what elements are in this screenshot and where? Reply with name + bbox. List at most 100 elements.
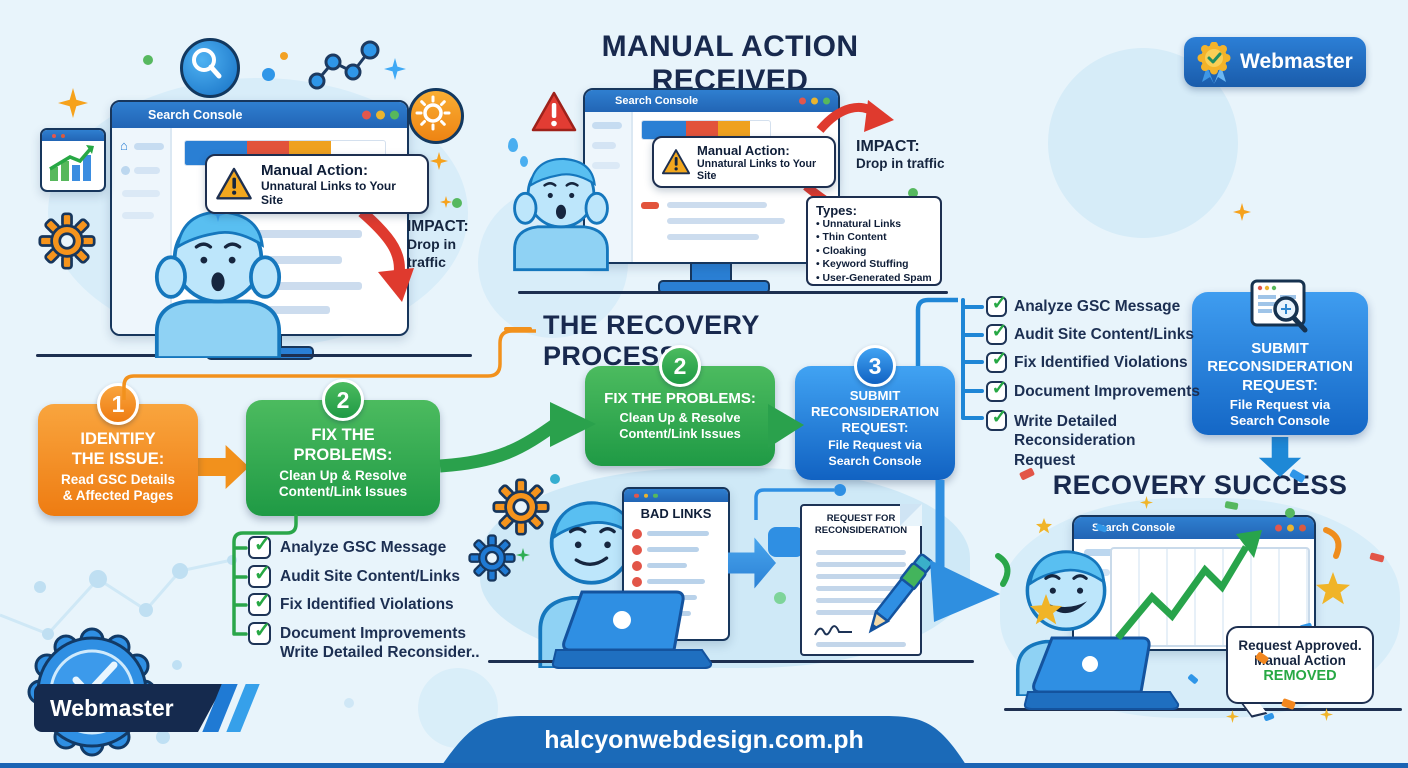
ground-line (518, 291, 948, 294)
alert-title: Manual Action: (697, 142, 790, 158)
ground-line (1004, 708, 1402, 711)
sweat-drop (520, 156, 528, 167)
decor-dot (280, 52, 288, 60)
checklist-item: Fix Identified Violations (1014, 354, 1188, 371)
checklist-item: Analyze GSC Message (280, 539, 447, 556)
checklist-item: Analyze GSC Message (1014, 298, 1181, 315)
types-item: • Thin Content (816, 232, 887, 244)
decor-block (768, 527, 804, 557)
window-controls[interactable] (794, 97, 830, 105)
impact-label-left: IMPACT: Drop in traffic (407, 218, 469, 271)
decor-dot (172, 660, 182, 670)
laptop (1023, 636, 1180, 710)
step-2-box-center: 2 FIX THE PROBLEMS: Clean Up & Resolve C… (585, 345, 775, 466)
checkbox[interactable]: ✓ (986, 408, 1007, 431)
warning-triangle-icon (661, 149, 691, 175)
sidebar: ⌂ (112, 128, 172, 334)
manual-action-callout-left: Manual Action: Unnatural Links to Your S… (205, 154, 429, 214)
checklist-item: Audit Site Content/Links (280, 568, 460, 585)
step-1-sub: Read GSC Details & Affected Pages (60, 471, 176, 504)
impact-label-center: IMPACT: Drop in traffic (856, 138, 945, 171)
manual-action-callout-center: Manual Action: Unnatural Links to Your S… (652, 136, 836, 188)
types-title: Types: (816, 203, 857, 218)
decor-dot (452, 198, 462, 208)
checklist-item: Document Improvements Write Detailed Rec… (280, 625, 480, 661)
decor-dot (774, 592, 786, 604)
alert-subtitle: Unnatural Links to Your Site (697, 157, 817, 182)
step-3-number: 3 (854, 345, 896, 387)
impact-title: IMPACT: (407, 218, 469, 235)
step-2-sub: Clean Up & Resolve Content/Link Issues (278, 467, 408, 500)
webmaster-badge-top-label: Webmaster (1240, 50, 1353, 73)
types-item: • Unnatural Links (816, 219, 902, 230)
browser-title: Search Console (148, 108, 243, 122)
step-2-title: FIX THE PROBLEMS: (604, 390, 756, 407)
footer-ribbon (440, 716, 968, 768)
footer-url[interactable]: halcyonwebdesign.com.ph (544, 726, 864, 754)
sparkle-icon (58, 88, 88, 118)
types-item: • Keyword Stuffing (816, 259, 909, 271)
gear-icon (38, 212, 96, 270)
step-3-box: 3 SUBMIT RECONSIDERATION REQUEST: File R… (795, 345, 955, 480)
checkbox[interactable]: ✓ (986, 350, 1007, 373)
mini-chart-window (40, 128, 106, 192)
checklist-item: Document Improvements (1014, 383, 1201, 400)
gear-icon (492, 478, 550, 536)
decor-dot (908, 188, 918, 198)
checkbox[interactable]: ✓ (248, 534, 271, 559)
types-box: Types: • Unnatural Links • Thin Content … (806, 196, 942, 286)
checkbox[interactable]: ✓ (248, 620, 271, 645)
connector-dash (504, 327, 532, 331)
doc-title: REQUEST FOR RECONSIDERATION (814, 513, 908, 536)
webmaster-banner-label: Webmaster (50, 694, 174, 721)
window-controls[interactable] (1270, 524, 1306, 532)
approval-bubble: Request Approved. Manual Action REMOVED (1226, 626, 1374, 704)
checklist-item: Audit Site Content/Links (1014, 326, 1194, 343)
warning-triangle-red (531, 91, 577, 132)
sun-icon (408, 88, 464, 144)
magnifier-icon (180, 38, 240, 98)
node-graph-icon (308, 40, 380, 90)
decor-dot (344, 698, 354, 708)
ground-line (488, 660, 974, 663)
laptop (551, 590, 713, 669)
bubble-line-removed: REMOVED (1263, 668, 1337, 684)
sparkle-icon (384, 58, 406, 80)
reconsideration-document: REQUEST FOR RECONSIDERATION (800, 504, 922, 656)
list-dash (641, 202, 659, 209)
alert-title: Manual Action: (261, 161, 368, 179)
browser-title: Search Console (1092, 522, 1176, 534)
pen-icon (868, 553, 934, 634)
submit-panel-sub: File Request via Search Console (1229, 396, 1331, 429)
webmaster-banner: Webmaster (34, 684, 224, 732)
page-curl (900, 504, 922, 526)
step-2-box: 2 FIX THE PROBLEMS: Clean Up & Resolve C… (246, 379, 440, 516)
checkbox[interactable]: ✓ (986, 379, 1007, 402)
webmaster-badge-top: Webmaster (1184, 37, 1366, 87)
home-icon[interactable]: ⌂ (120, 138, 128, 153)
bad-links-title: BAD LINKS (640, 506, 712, 521)
step-2-title: FIX THE PROBLEMS: (293, 426, 393, 464)
worried-person-center (512, 157, 610, 272)
signature (814, 625, 852, 636)
step-3-sub: File Request via Search Console (828, 438, 922, 468)
worried-person (112, 198, 324, 358)
step-1-title: IDENTIFY THE ISSUE: (71, 430, 165, 468)
decor-dot (1285, 508, 1295, 518)
impact-title: IMPACT: (856, 138, 920, 155)
medal-icon (1197, 42, 1231, 84)
checkbox[interactable]: ✓ (248, 563, 271, 588)
decor-dot (550, 474, 560, 484)
step-1-box: 1 IDENTIFY THE ISSUE: Read GSC Details &… (38, 383, 198, 516)
types-item: • User-Generated Spam (816, 272, 932, 284)
checkbox[interactable]: ✓ (248, 591, 271, 616)
types-item: • Cloaking (816, 245, 867, 257)
browser-magnifier-icon (1250, 279, 1308, 333)
checkbox[interactable]: ✓ (986, 294, 1007, 317)
warning-triangle-icon (216, 167, 252, 200)
gear-icon (468, 534, 516, 582)
checkbox[interactable]: ✓ (986, 322, 1007, 345)
checklist-item: Fix Identified Violations (280, 596, 454, 613)
window-controls[interactable] (357, 110, 399, 120)
